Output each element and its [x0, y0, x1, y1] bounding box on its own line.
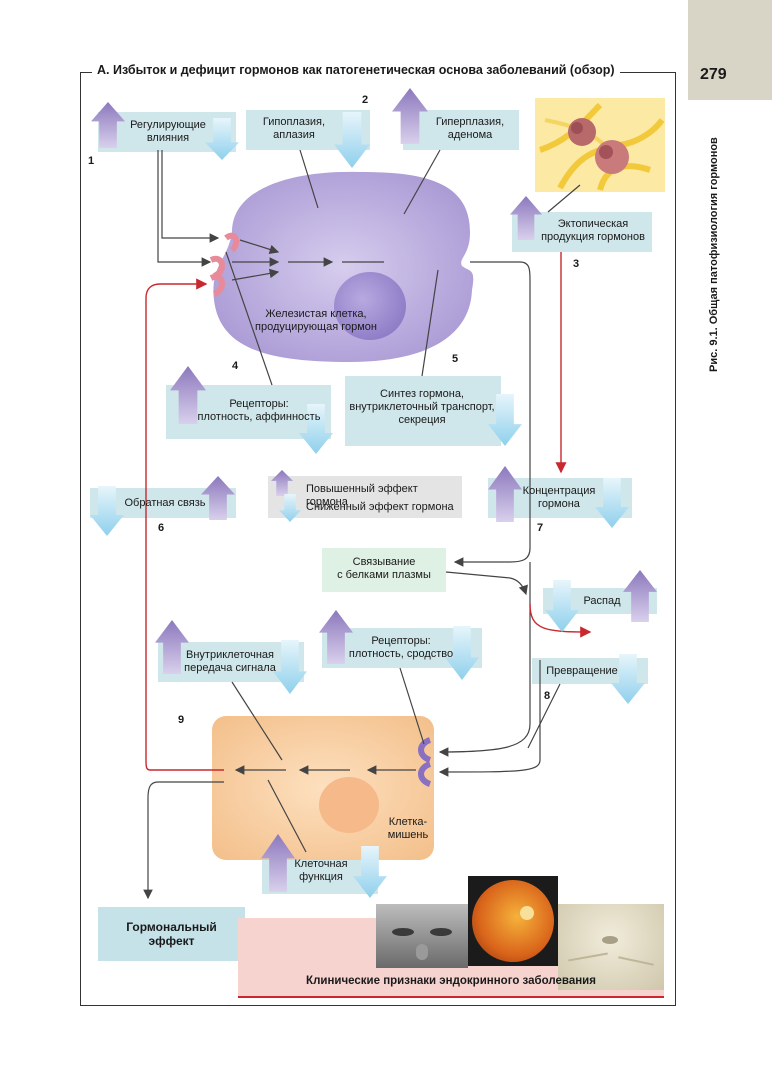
conversion-label: Превращение: [546, 665, 618, 677]
gland-nucleus: [334, 272, 406, 340]
signal-pointer: [231, 681, 283, 761]
ectopic-pointer: [547, 184, 581, 213]
step-number-5: 5: [452, 353, 459, 365]
receptors2-up-arrow: [319, 610, 353, 664]
feedback-up-arrow: [201, 476, 235, 520]
retina-photo: [468, 876, 558, 966]
target-nucleus: [319, 777, 379, 833]
to-target-line-a: [438, 562, 531, 757]
hypoplasia-down-arrow: [334, 112, 370, 168]
glandular-cell: [213, 171, 474, 362]
decay-red-line: [529, 603, 592, 638]
hypoplasia-pointer: [299, 149, 319, 209]
regulating-down-arrow: [205, 118, 239, 160]
step-number-3: 3: [573, 258, 580, 270]
clinical-signs-label: Клинические признаки эндокринного заболе…: [306, 975, 596, 987]
ectopic-label: Эктопическая продукция гормонов: [541, 218, 645, 243]
feedback-label: Обратная связь: [124, 497, 206, 509]
concentration-up-arrow: [488, 466, 522, 522]
step-number-9: 9: [178, 714, 185, 726]
hormonal-effect-box: [98, 907, 245, 961]
receptors2-pointer: [399, 667, 425, 745]
synthesis-pointer: [421, 269, 439, 377]
target-receptor-bottom: [418, 761, 432, 787]
step-number-6: 6: [158, 522, 165, 534]
legend-down-arrow: [279, 494, 301, 522]
regulating-label: Регулирующие влияния: [130, 119, 206, 144]
binding-label: Связывание с белками плазмы: [337, 556, 431, 581]
receptors1-up-arrow: [170, 366, 206, 424]
receptors1-label: Рецепторы: плотность, аффинность: [197, 398, 321, 423]
step-number-1: 1: [88, 155, 95, 167]
receptor-arrow-1: [239, 239, 280, 255]
abdomen-photo: [558, 904, 664, 990]
step-number-4: 4: [232, 360, 239, 372]
receptors2-label: Рецепторы: плотность, сродство: [348, 635, 454, 660]
ectopic-box: [512, 212, 652, 252]
legend-decreased-label: Сниженный эффект гормона: [306, 501, 454, 513]
cell-function-up-arrow: [261, 834, 295, 892]
gland-tissue-photo: [535, 98, 665, 192]
gland-receptor-mid: [209, 255, 225, 279]
decay-down-arrow: [545, 580, 579, 632]
cell-function-label: Клеточная функция: [294, 858, 348, 883]
hyperplasia-pointer: [403, 149, 441, 215]
gland-receptor-top: [224, 232, 240, 253]
gland-receptor-bottom: [209, 273, 225, 297]
cell-function-down-arrow: [353, 846, 387, 898]
binding-box: [322, 548, 446, 592]
cell-function-pointer: [267, 779, 307, 853]
face-photo: [376, 904, 468, 968]
signal-up-arrow: [155, 620, 189, 674]
regulating-up-arrow: [91, 102, 125, 148]
plasma-release-line: [445, 571, 528, 596]
glandular-cell-label: Железистая клетка, продуцирующая гормон: [255, 308, 377, 333]
receptors1-pointer: [225, 251, 273, 386]
secretion-line: [453, 261, 531, 567]
regulating-line-b: [157, 150, 212, 267]
feedback-down-arrow: [90, 486, 124, 536]
receptors1-down-arrow: [299, 404, 333, 454]
decay-label: Распад: [583, 595, 621, 607]
receptor-arrow-3: [231, 268, 280, 281]
synthesis-down-arrow: [488, 394, 522, 446]
step-number-8: 8: [544, 690, 551, 702]
effect-arrows: [90, 88, 657, 898]
step-number-2: 2: [362, 94, 369, 106]
legend-increased-label: Повышенный эффект гормона: [306, 483, 418, 508]
decay-up-arrow: [623, 570, 657, 622]
legend-box: [268, 476, 462, 518]
synthesis-box: [345, 376, 501, 446]
page-corner-tab: [688, 0, 772, 100]
ectopic-up-arrow: [510, 196, 542, 240]
to-hormonal-effect-line: [143, 781, 224, 900]
target-cell-label: Клетка- мишень: [387, 816, 429, 841]
section-title: A. Избыток и дефицит гормонов как патоге…: [92, 63, 620, 77]
target-cell: [212, 716, 434, 860]
synthesis-label: Синтез гормона, внутриклеточный транспор…: [349, 388, 495, 426]
page-number: 279: [700, 66, 727, 83]
hypoplasia-label: Гипоплазия, аплазия: [262, 116, 326, 141]
feedback-red-line: [145, 278, 224, 771]
regulating-line-a: [161, 150, 220, 243]
concentration-down-arrow: [595, 478, 629, 528]
to-target-line-b: [438, 660, 541, 777]
legend-up-arrow: [271, 470, 293, 496]
signal-label: Внутриклеточная передача сигнала: [184, 649, 276, 674]
hyperplasia-label: Гиперплазия, аденома: [435, 116, 505, 141]
concentration-label: Концентрация гормона: [522, 485, 596, 510]
step-number-7: 7: [537, 522, 544, 534]
conversion-pointer: [527, 683, 561, 749]
signal-down-arrow: [273, 640, 307, 694]
conversion-down-arrow: [611, 654, 645, 704]
hyperplasia-box: [403, 110, 519, 150]
receptors2-down-arrow: [445, 626, 479, 680]
hyperplasia-up-arrow: [392, 88, 428, 144]
hormonal-effect-label: Гормональный эффект: [126, 920, 217, 948]
target-receptor-top: [418, 737, 432, 763]
